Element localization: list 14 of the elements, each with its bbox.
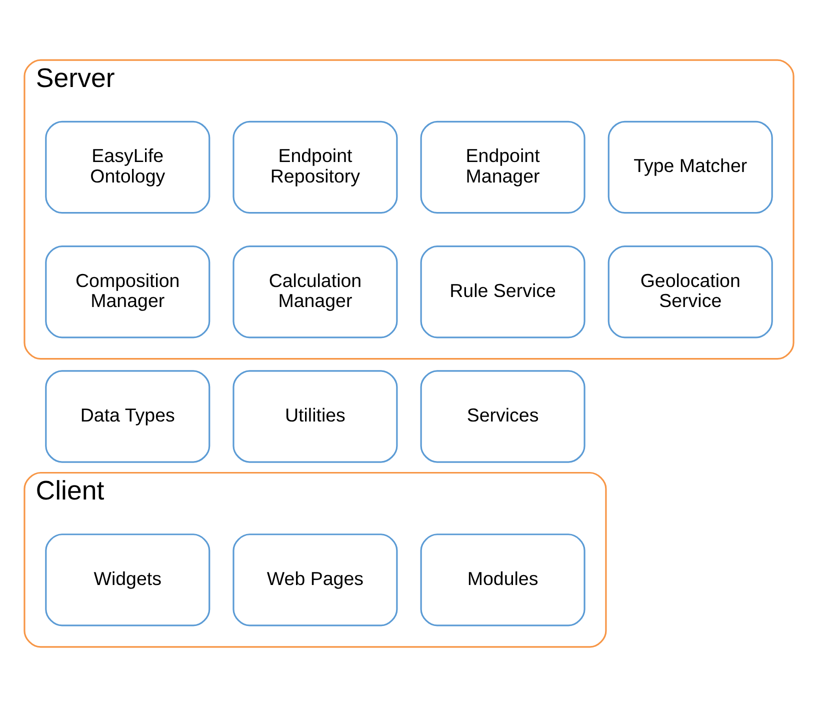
node-box: Data Types [45,370,210,462]
node-box: Endpoint Manager [420,120,586,214]
node-box: Utilities [232,370,398,462]
node-box: Rule Service [420,245,586,338]
node-box: Composition Manager [45,245,210,338]
node-box: Endpoint Repository [232,120,398,214]
node-box: Web Pages [232,533,398,626]
node-box: Widgets [45,533,210,626]
node-box: Modules [420,533,586,626]
node-box: EasyLife Ontology [45,120,210,214]
node-box: Services [420,370,586,462]
node-box: Type Matcher [608,120,773,214]
node-box: Geolocation Service [608,245,773,338]
node-box: Calculation Manager [232,245,398,338]
